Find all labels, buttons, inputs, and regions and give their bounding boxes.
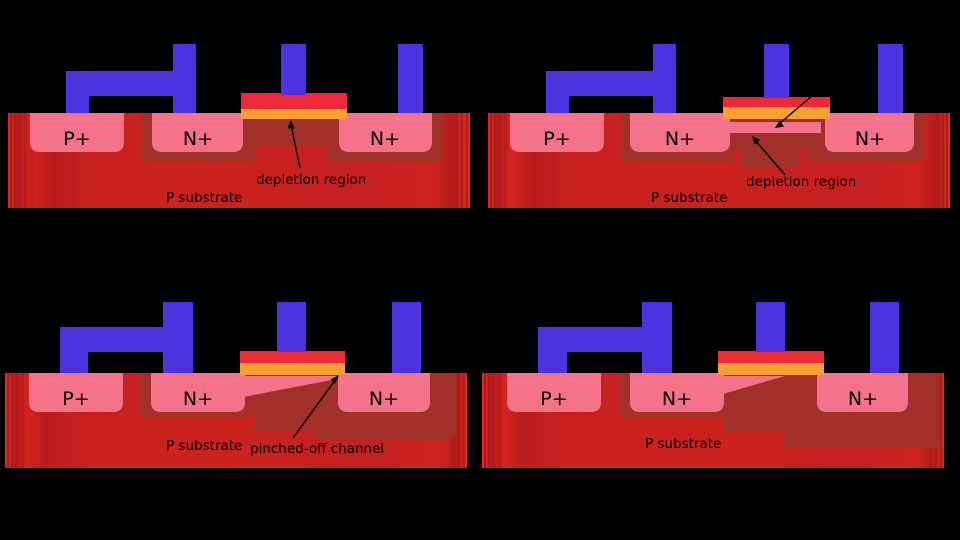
gate-metal-contact: [756, 302, 785, 352]
body-source-metal-contact: [546, 44, 676, 113]
source-well: N+: [152, 113, 243, 152]
panel-bottom-right: P+ N+ N+ P substrate: [480, 280, 960, 540]
source-well: N+: [630, 373, 724, 412]
well-label-n-plus-drain: N+: [369, 388, 399, 410]
gate-oxide-layer: [718, 363, 824, 375]
gate-oxide-layer: [241, 109, 347, 119]
drain-well: N+: [339, 113, 432, 152]
well-label-n-plus-source: N+: [662, 388, 692, 410]
gate-oxide-layer: [240, 363, 345, 375]
source-well: N+: [630, 113, 730, 152]
panel-bottom-left: P+ N+ N+ pinched-: [0, 280, 480, 540]
gate-electrode-layer: [723, 97, 830, 107]
annotation-label-depletion-region: depletion region: [256, 172, 366, 188]
body-source-metal-contact: [538, 302, 672, 373]
gate-electrode-layer: [241, 93, 347, 109]
panel-c-canvas: P+ N+ N+ pinched-: [5, 302, 467, 468]
inversion-channel: [723, 122, 821, 133]
panel-top-left: P+ N+ N+: [0, 0, 480, 260]
annotation-label-pinched-off-channel: pinched-off channel: [250, 441, 384, 457]
drain-well: N+: [825, 113, 914, 152]
panel-d-canvas: P+ N+ N+ P substrate: [482, 302, 944, 468]
substrate-label: P substrate: [166, 190, 242, 206]
source-well: N+: [151, 373, 245, 412]
body-source-metal-contact: [66, 44, 196, 113]
pinched-off-channel-annotation: pinched-off channel: [250, 375, 384, 457]
body-contact-well: P+: [507, 373, 601, 412]
substrate-label: P substrate: [651, 190, 727, 206]
gate-stack: [723, 97, 830, 119]
inversion-channel-annotation: [775, 94, 814, 128]
pinched-off-channel: [723, 376, 785, 394]
well-label-p-plus: P+: [543, 128, 570, 150]
well-label-p-plus: P+: [62, 388, 89, 410]
gate-metal-contact: [764, 44, 789, 98]
pinched-off-channel: [243, 376, 337, 397]
depletion-region-annotation: depletion region: [746, 136, 856, 190]
drain-well: N+: [817, 373, 908, 412]
drain-metal-contact: [870, 302, 899, 373]
well-label-n-plus-drain: N+: [855, 128, 885, 150]
well-label-p-plus: P+: [540, 388, 567, 410]
gate-oxide-layer: [723, 107, 830, 119]
drain-metal-contact: [878, 44, 903, 113]
gate-metal-contact: [277, 302, 306, 352]
well-label-n-plus-source: N+: [183, 388, 213, 410]
panel-b-canvas: P+ N+ N+: [488, 44, 950, 208]
substrate-label: P substrate: [166, 438, 242, 454]
gate-stack: [718, 351, 824, 375]
drain-metal-contact: [398, 44, 423, 113]
body-contact-well: P+: [510, 113, 604, 152]
well-label-p-plus: P+: [63, 128, 90, 150]
body-contact-well: P+: [29, 373, 123, 412]
well-label-n-plus-drain: N+: [370, 128, 400, 150]
gate-electrode-layer: [240, 351, 345, 363]
well-label-n-plus-drain: N+: [848, 388, 878, 410]
drain-metal-contact: [392, 302, 421, 373]
depletion-region-annotation: depletion region: [256, 120, 366, 188]
gate-stack: [241, 93, 347, 119]
substrate-label: P substrate: [645, 436, 721, 452]
well-label-n-plus-source: N+: [183, 128, 213, 150]
annotation-label-depletion-region: depletion region: [746, 174, 856, 190]
drain-well: N+: [338, 373, 430, 412]
gate-electrode-layer: [718, 351, 824, 363]
mosfet-operating-regions-figure: P+ N+ N+: [0, 0, 960, 468]
body-contact-well: P+: [30, 113, 124, 152]
panel-a-canvas: P+ N+ N+: [8, 44, 470, 208]
body-source-metal-contact: [60, 302, 193, 373]
gate-metal-contact: [281, 44, 306, 95]
panel-top-right: P+ N+ N+: [480, 0, 960, 260]
well-label-n-plus-source: N+: [665, 128, 695, 150]
gate-stack: [240, 351, 345, 375]
